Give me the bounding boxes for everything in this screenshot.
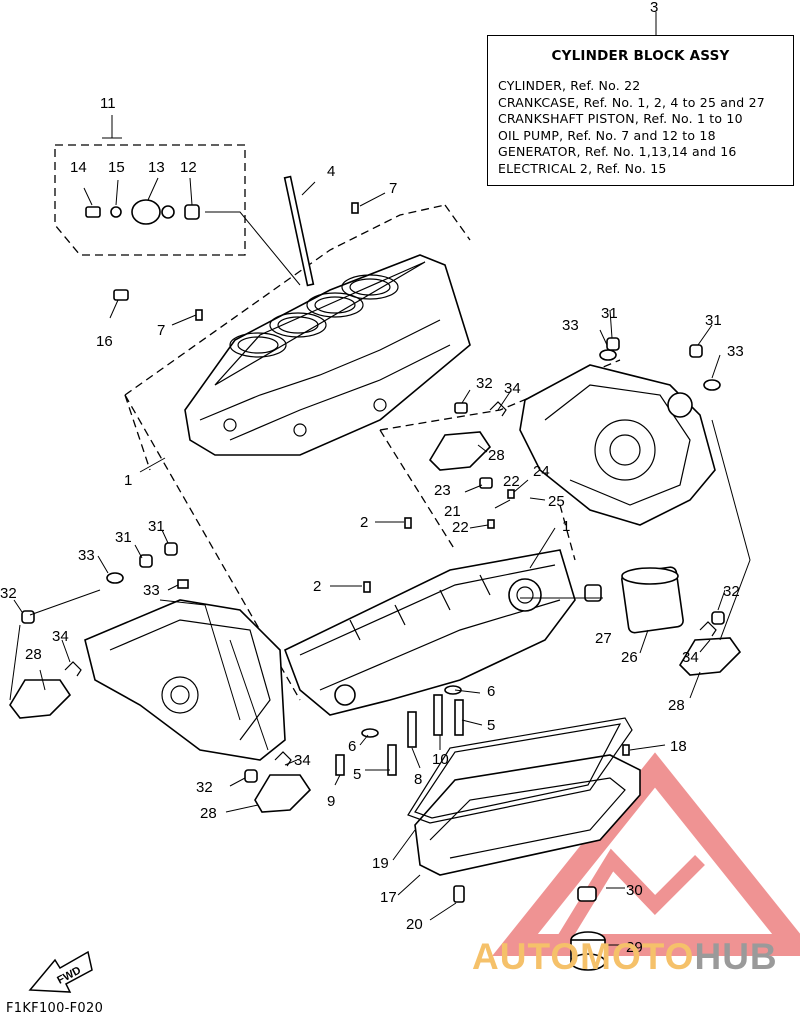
callout-34b: 34	[52, 628, 69, 645]
gasket	[407, 717, 633, 824]
info-box-line: CRANKSHAFT PISTON, Ref. No. 1 to 10	[498, 111, 743, 126]
fwd-arrow	[28, 950, 93, 993]
callout-18: 18	[670, 738, 687, 755]
callout-12: 12	[180, 159, 197, 176]
callout-10: 10	[432, 751, 449, 768]
callout-33d: 33	[143, 582, 160, 599]
callout-32a: 32	[476, 375, 493, 392]
callout-9: 9	[327, 793, 335, 810]
callout-20: 20	[406, 916, 423, 933]
crankcase	[283, 549, 576, 716]
callout-5a: 5	[487, 717, 495, 734]
brackets	[9, 401, 742, 813]
callout-1b: 1	[562, 518, 570, 535]
leader-lines	[9, 12, 751, 946]
callout-33b: 33	[727, 343, 744, 360]
callout-34d: 34	[294, 752, 311, 769]
callout-31a: 31	[601, 305, 618, 322]
callout-13: 13	[148, 159, 165, 176]
callout-27: 27	[595, 630, 612, 647]
callout-28b: 28	[25, 646, 42, 663]
callout-24: 24	[533, 463, 550, 480]
callout-30: 30	[626, 882, 643, 899]
info-box-line: GENERATOR, Ref. No. 1,13,14 and 16	[498, 144, 737, 159]
callout-26: 26	[621, 649, 638, 666]
callout-23: 23	[434, 482, 451, 499]
callout-1a: 1	[124, 472, 132, 489]
callout-2b: 2	[313, 578, 321, 595]
callout-7b: 7	[157, 322, 165, 339]
callout-2a: 2	[360, 514, 368, 531]
left-cover	[84, 599, 286, 761]
callout-6a: 6	[487, 683, 495, 700]
callout-3: 3	[650, 0, 658, 16]
callout-33c: 33	[78, 547, 95, 564]
callout-32b: 32	[0, 585, 17, 602]
callout-8: 8	[414, 771, 422, 788]
callout-numbers: 3 11 14 15 13 12 4 7 16 7 1 33 31 31 33 …	[0, 0, 744, 956]
callout-5b: 5	[353, 766, 361, 783]
info-box-line: CYLINDER, Ref. No. 22	[498, 78, 641, 93]
callout-28c: 28	[668, 697, 685, 714]
watermark-text: AUTOMOTOHUB	[472, 936, 778, 978]
info-box-line: CRANKCASE, Ref. No. 1, 2, 4 to 25 and 27	[498, 94, 765, 110]
callout-21: 21	[444, 503, 461, 520]
callout-14: 14	[70, 159, 87, 176]
callout-28a: 28	[488, 447, 505, 464]
info-box-line: OIL PUMP, Ref. No. 7 and 12 to 18	[498, 127, 716, 143]
callout-32d: 32	[196, 779, 213, 796]
callout-7a: 7	[389, 180, 397, 197]
callout-17: 17	[380, 889, 397, 906]
callout-22b: 22	[452, 519, 469, 536]
diagram-code: F1KF100-F020	[6, 1001, 104, 1016]
stud-bolt	[283, 175, 315, 287]
assembly-info-box: CYLINDER BLOCK ASSY CYLINDER, Ref. No. 2…	[487, 35, 794, 186]
callout-31c: 31	[115, 529, 132, 546]
callout-31b: 31	[705, 312, 722, 329]
callout-15: 15	[108, 159, 125, 176]
callout-32c: 32	[723, 583, 740, 600]
oil-filter	[621, 566, 684, 634]
callout-31d: 31	[148, 518, 165, 535]
callout-11: 11	[100, 95, 116, 112]
watermark-logo	[492, 752, 800, 956]
info-box-line: ELECTRICAL 2, Ref. No. 15	[498, 160, 667, 176]
callout-22a: 22	[503, 473, 520, 490]
callout-19: 19	[372, 855, 389, 872]
watermark-part1: AUTOMOTO	[472, 936, 695, 977]
callout-29: 29	[626, 939, 643, 956]
callout-4: 4	[327, 163, 335, 180]
cylinder-block	[184, 254, 471, 456]
callout-34a: 34	[504, 380, 521, 397]
callout-33a: 33	[562, 317, 579, 334]
callout-6b: 6	[348, 738, 356, 755]
right-cover	[519, 364, 716, 526]
callout-25: 25	[548, 493, 565, 510]
oil-pan	[414, 754, 641, 876]
callout-16: 16	[96, 333, 113, 350]
callout-28d: 28	[200, 805, 217, 822]
callout-34c: 34	[682, 649, 699, 666]
watermark-part2: HUB	[694, 936, 778, 977]
info-box-title: CYLINDER BLOCK ASSY	[551, 48, 730, 64]
